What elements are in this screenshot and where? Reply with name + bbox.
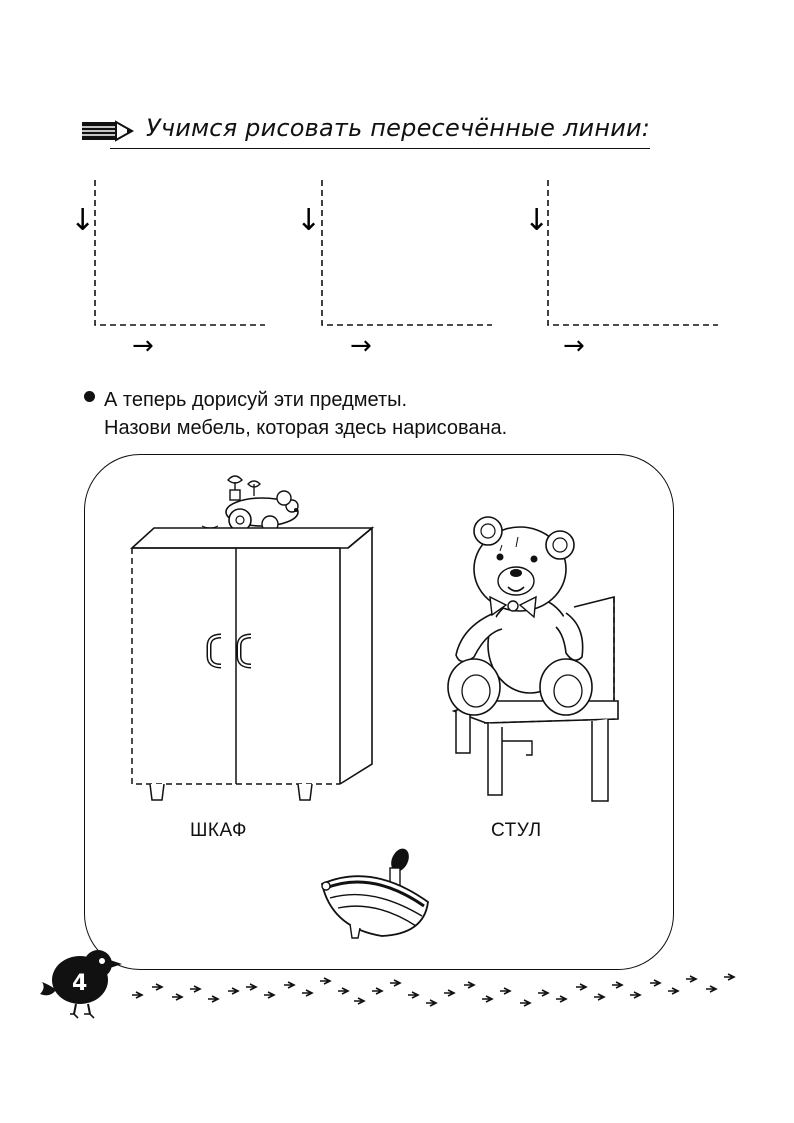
trace-corner-2: [321, 180, 492, 326]
title-underline: [110, 148, 650, 149]
instruction-line-1: А теперь дорисуй эти предметы.: [104, 389, 408, 411]
footer-decoration: 4: [40, 950, 736, 1019]
cabinet-drawing: [129, 526, 375, 801]
wind-up-mouse-icon: [201, 475, 299, 533]
instructions: А теперь дорисуй эти предметы. Назови ме…: [84, 386, 507, 442]
trace-corner-1: [94, 180, 265, 326]
bird-icon: 4: [40, 950, 122, 1019]
down-arrow: ↓: [524, 203, 549, 238]
section-heading: Учимся рисовать пересечённые линии:: [82, 112, 652, 152]
teddy-bear-icon: [447, 516, 593, 716]
chair-with-teddy-drawing: [447, 516, 619, 802]
footprints-icon: [132, 973, 736, 1007]
bullet-icon: [84, 391, 95, 402]
cabinet-label: ШКАФ: [190, 820, 247, 841]
page-number: 4: [72, 971, 87, 996]
picture-frame: [84, 454, 674, 970]
right-arrow: →: [563, 331, 585, 361]
right-arrow: →: [350, 331, 372, 361]
down-arrow: ↓: [70, 203, 95, 238]
pencil-icon: [82, 120, 135, 142]
instruction-line-2: Назови мебель, которая здесь нарисована.: [104, 417, 508, 439]
right-arrow: →: [132, 331, 154, 361]
spinning-top-icon: [320, 848, 429, 939]
chair-label: СТУЛ: [491, 820, 542, 841]
page-title: Учимся рисовать пересечённые линии:: [146, 114, 651, 142]
trace-corner-3: [547, 180, 718, 326]
door-handle-icon: [236, 633, 252, 669]
tracing-exercise: ↓ ↓ ↓ → → →: [70, 180, 718, 361]
door-handle-icon: [206, 633, 222, 669]
down-arrow: ↓: [296, 203, 321, 238]
